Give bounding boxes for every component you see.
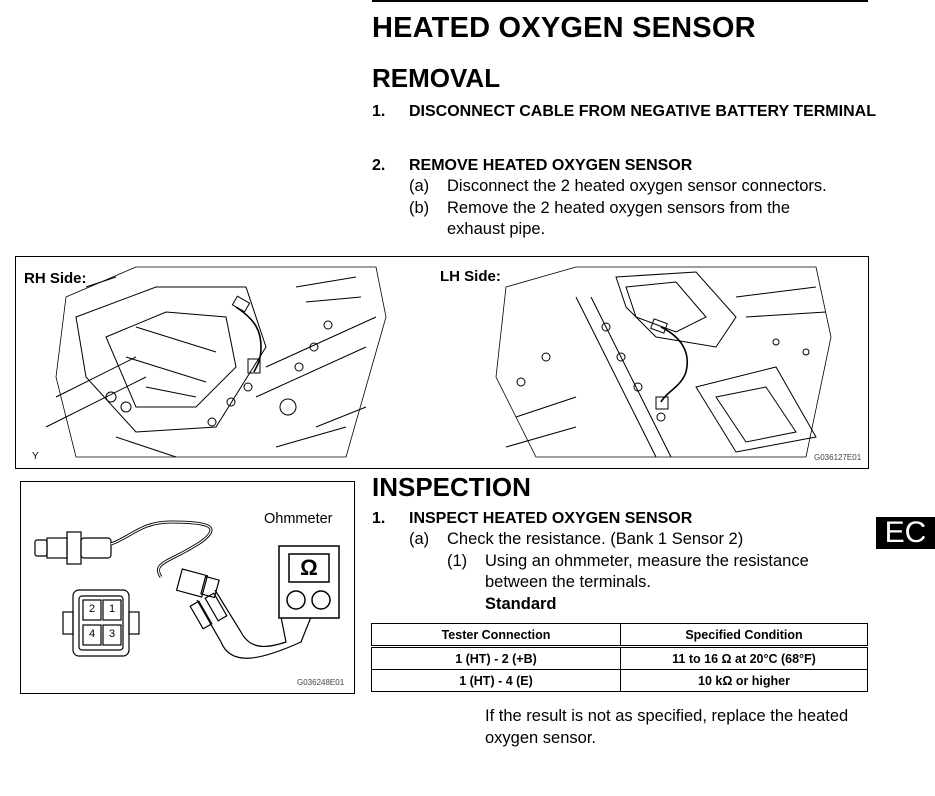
pin-label: 4 — [88, 628, 96, 640]
sub-text: Disconnect the 2 heated oxygen sensor co… — [447, 177, 827, 195]
spec-table: Tester Connection Specified Condition 1 … — [371, 623, 868, 692]
table-header: Specified Condition — [620, 623, 868, 647]
removal-step-1: 1. DISCONNECT CABLE FROM NEGATIVE BATTER… — [372, 101, 876, 145]
removal-heading: REMOVAL — [372, 63, 501, 93]
page-title: HEATED OXYGEN SENSOR — [372, 12, 756, 44]
section-tab-ec: EC — [876, 517, 935, 549]
step-number: 1. — [372, 510, 386, 527]
inspection-step-1: 1. INSPECT HEATED OXYGEN SENSOR — [372, 508, 872, 530]
figure-code: G036127E01 — [814, 453, 862, 462]
rh-side-label: RH Side: — [24, 270, 87, 287]
figure-code: G036248E01 — [297, 678, 345, 687]
sub-label: (b) — [409, 199, 430, 217]
sub-label: (a) — [409, 177, 430, 195]
table-row: 1 (HT) - 2 (+B) 11 to 16 Ω at 20°C (68°F… — [371, 645, 868, 670]
exhaust-figure: RH Side: LH Side: Y G036127E01 — [15, 256, 869, 469]
removal-sub-a: (a) Disconnect the 2 heated oxygen senso… — [409, 176, 889, 198]
corner-mark: Y — [32, 451, 39, 462]
standard-label: Standard — [485, 595, 557, 613]
sub-text: Remove the 2 heated oxygen sensors from … — [447, 199, 791, 238]
ohmmeter-device — [278, 545, 340, 619]
lh-side-label: LH Side: — [440, 268, 501, 285]
exhaust-drawing — [45, 266, 832, 458]
lh-side-drawing — [495, 266, 832, 458]
sub-text: Check the resistance. (Bank 1 Sensor 2) — [447, 530, 744, 548]
inspection-item-1: (1) Using an ohmmeter, measure the resis… — [447, 551, 867, 595]
pin-label: 2 — [88, 603, 96, 615]
pin-label: 3 — [108, 628, 116, 640]
step-number: 1. — [372, 103, 386, 120]
table-header: Tester Connection — [371, 623, 621, 647]
sensor-drawing — [34, 520, 220, 599]
top-rule — [372, 0, 868, 2]
removal-step-2: 2. REMOVE HEATED OXYGEN SENSOR — [372, 155, 872, 177]
ohmmeter-drawing — [34, 520, 340, 659]
table-cell: 1 (HT) - 2 (+B) — [371, 645, 621, 670]
ohmmeter-label: Ohmmeter — [264, 511, 333, 527]
table-cell: 11 to 16 Ω at 20°C (68°F) — [620, 645, 868, 670]
step-number: 2. — [372, 157, 386, 174]
table-cell: 1 (HT) - 4 (E) — [371, 669, 621, 692]
table-header-row: Tester Connection Specified Condition — [371, 623, 868, 647]
inspection-heading: INSPECTION — [372, 472, 531, 502]
inspection-sub-a: (a) Check the resistance. (Bank 1 Sensor… — [409, 529, 869, 551]
pin-label: 1 — [108, 603, 116, 615]
item-label: (1) — [447, 552, 468, 570]
step-text: REMOVE HEATED OXYGEN SENSOR — [409, 157, 693, 174]
sub-label: (a) — [409, 530, 430, 548]
test-leads-drawing — [189, 589, 312, 659]
connector-face-drawing — [62, 589, 140, 657]
removal-sub-b: (b) Remove the 2 heated oxygen sensors f… — [409, 198, 889, 242]
table-cell: 10 kΩ or higher — [620, 669, 868, 692]
ohmmeter-figure: Ω Ohmmeter 2 1 4 3 G036248E01 — [20, 481, 355, 694]
result-note: If the result is not as specified, repla… — [485, 707, 849, 747]
item-text: Using an ohmmeter, measure the resistanc… — [485, 552, 809, 591]
omega-symbol: Ω — [300, 555, 318, 580]
table-row: 1 (HT) - 4 (E) 10 kΩ or higher — [371, 669, 868, 692]
step-text: DISCONNECT CABLE FROM NEGATIVE BATTERY T… — [409, 103, 876, 120]
rh-side-drawing — [45, 266, 387, 458]
step-text: INSPECT HEATED OXYGEN SENSOR — [409, 510, 693, 527]
